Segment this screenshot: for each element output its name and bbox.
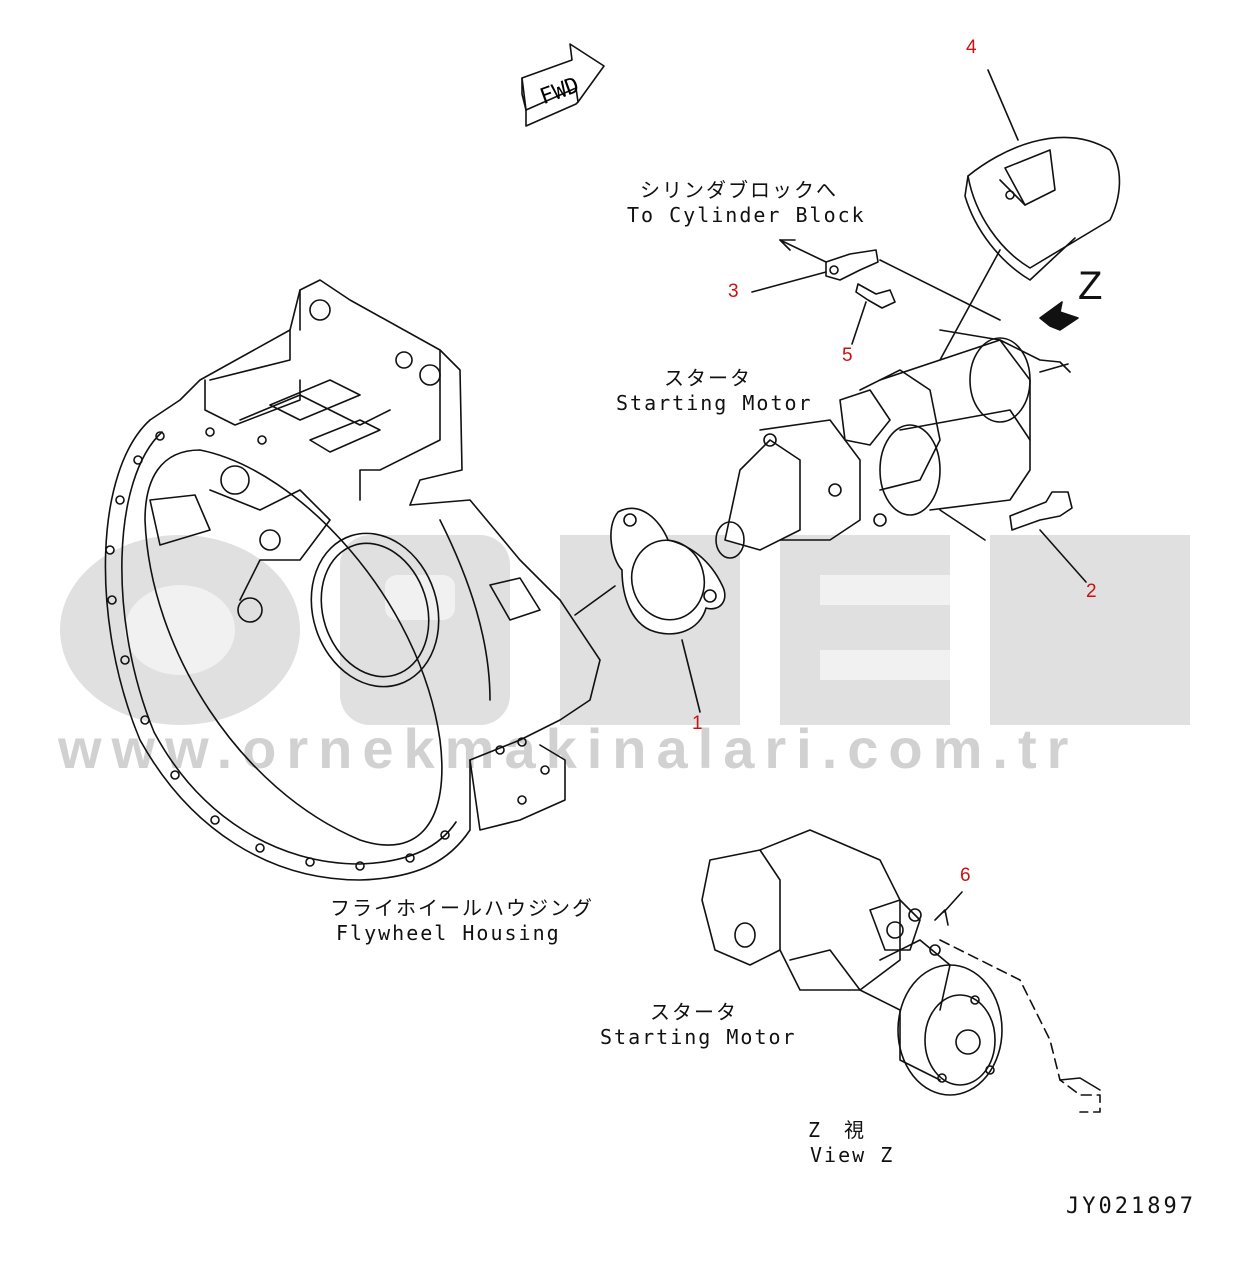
label-starting-motor2-en: Starting Motor: [600, 1025, 797, 1049]
label-view-z-jp: Z 視: [808, 1118, 867, 1142]
starting-motor-view-z-drawing: [701, 829, 1101, 1113]
callout-4: 4: [966, 37, 977, 58]
callout-3: 3: [728, 281, 739, 302]
callout-6: 6: [960, 865, 971, 886]
starting-motor-drawing: [715, 259, 1071, 559]
label-flywheel-en: Flywheel Housing: [336, 921, 561, 945]
label-cylinder-block-jp: シリンダブロックへ: [640, 178, 838, 202]
drawing-code: JY021897: [1066, 1194, 1196, 1219]
label-starting-motor-jp: スタータ: [664, 366, 752, 390]
callout-2: 2: [1086, 581, 1097, 602]
label-starting-motor2-jp: スタータ: [650, 1000, 738, 1024]
fwd-arrow-icon: [521, 43, 605, 127]
bracket-drawing: [779, 239, 879, 281]
bolt-2-drawing: [1009, 491, 1073, 531]
callout-5: 5: [842, 345, 853, 366]
label-starting-motor-en: Starting Motor: [616, 391, 813, 415]
flywheel-housing-drawing: [104, 279, 601, 881]
label-z-arrow: Z: [1078, 264, 1103, 308]
view-z-arrow-icon: [1039, 301, 1079, 331]
label-view-z-en: View Z: [810, 1143, 895, 1167]
bolt-5-drawing: [855, 283, 896, 309]
gasket-drawing: [574, 507, 726, 635]
label-flywheel-jp: フライホイールハウジング: [330, 896, 594, 920]
watermark-url: www.ornekmakinalari.com.tr: [58, 717, 1079, 780]
cover-drawing: [939, 136, 1121, 361]
label-cylinder-block-en: To Cylinder Block: [627, 203, 866, 227]
callout-1: 1: [692, 713, 703, 734]
